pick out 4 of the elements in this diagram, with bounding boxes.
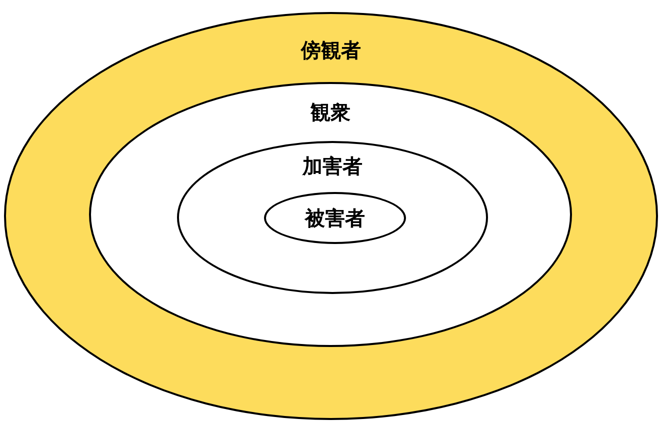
region-label: 観衆: [310, 100, 350, 124]
region-label: 被害者: [305, 206, 365, 230]
region-label: 傍観者: [301, 38, 361, 62]
region-label: 加害者: [302, 154, 362, 178]
